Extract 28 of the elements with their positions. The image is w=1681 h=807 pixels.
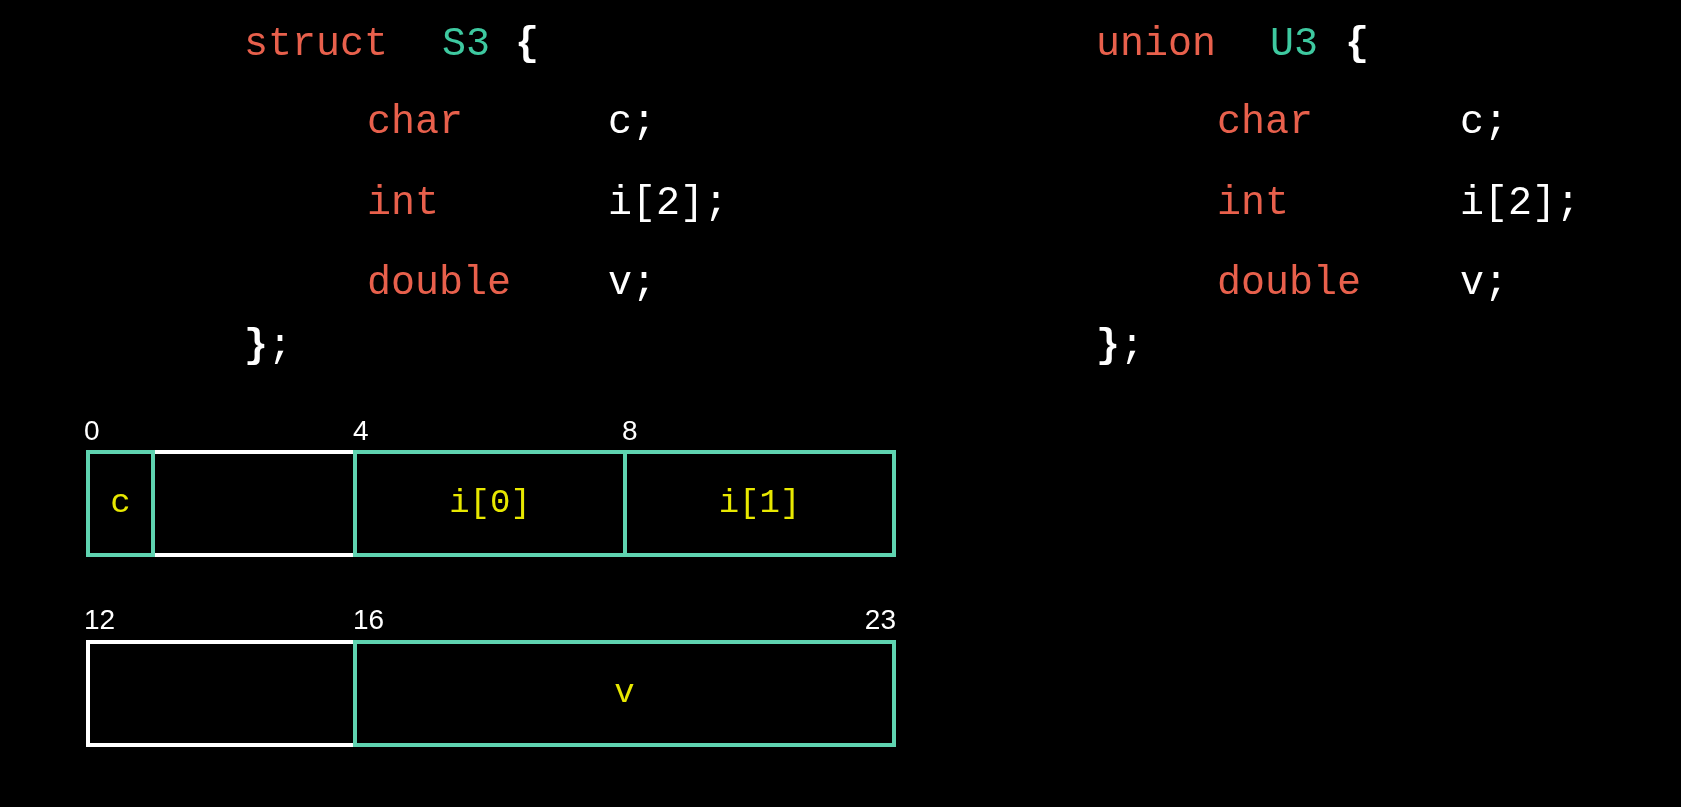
code-token: double [1217,264,1362,304]
code-token: v; [1460,264,1508,304]
byte-offset: 12 [84,603,116,637]
byte-offset: 4 [353,414,369,448]
code-token: }; [244,327,293,367]
code-token: }; [1096,327,1145,367]
byte-offset: 23 [864,603,896,637]
code-token: struct [244,25,389,65]
code-token: c; [1460,103,1508,143]
code-token: union [1096,25,1217,65]
byte-offset: 16 [353,603,385,637]
code-token: double [367,264,512,304]
code-token: U3 [1270,25,1318,65]
code-token: char [367,103,463,143]
field-cell: v [353,640,896,747]
code-token: char [1217,103,1313,143]
code-token: i[2]; [608,184,729,224]
code-token: c; [608,103,656,143]
code-token: int [1217,184,1289,224]
code-token: v; [608,264,656,304]
code-token: int [367,184,439,224]
code-token: { [1345,25,1369,65]
code-token: S3 [442,25,490,65]
code-token: i[2]; [1460,184,1581,224]
byte-offset: 0 [84,414,100,448]
byte-offset: 8 [622,414,638,448]
field-cell: c [86,450,155,557]
code-token: { [515,25,539,65]
